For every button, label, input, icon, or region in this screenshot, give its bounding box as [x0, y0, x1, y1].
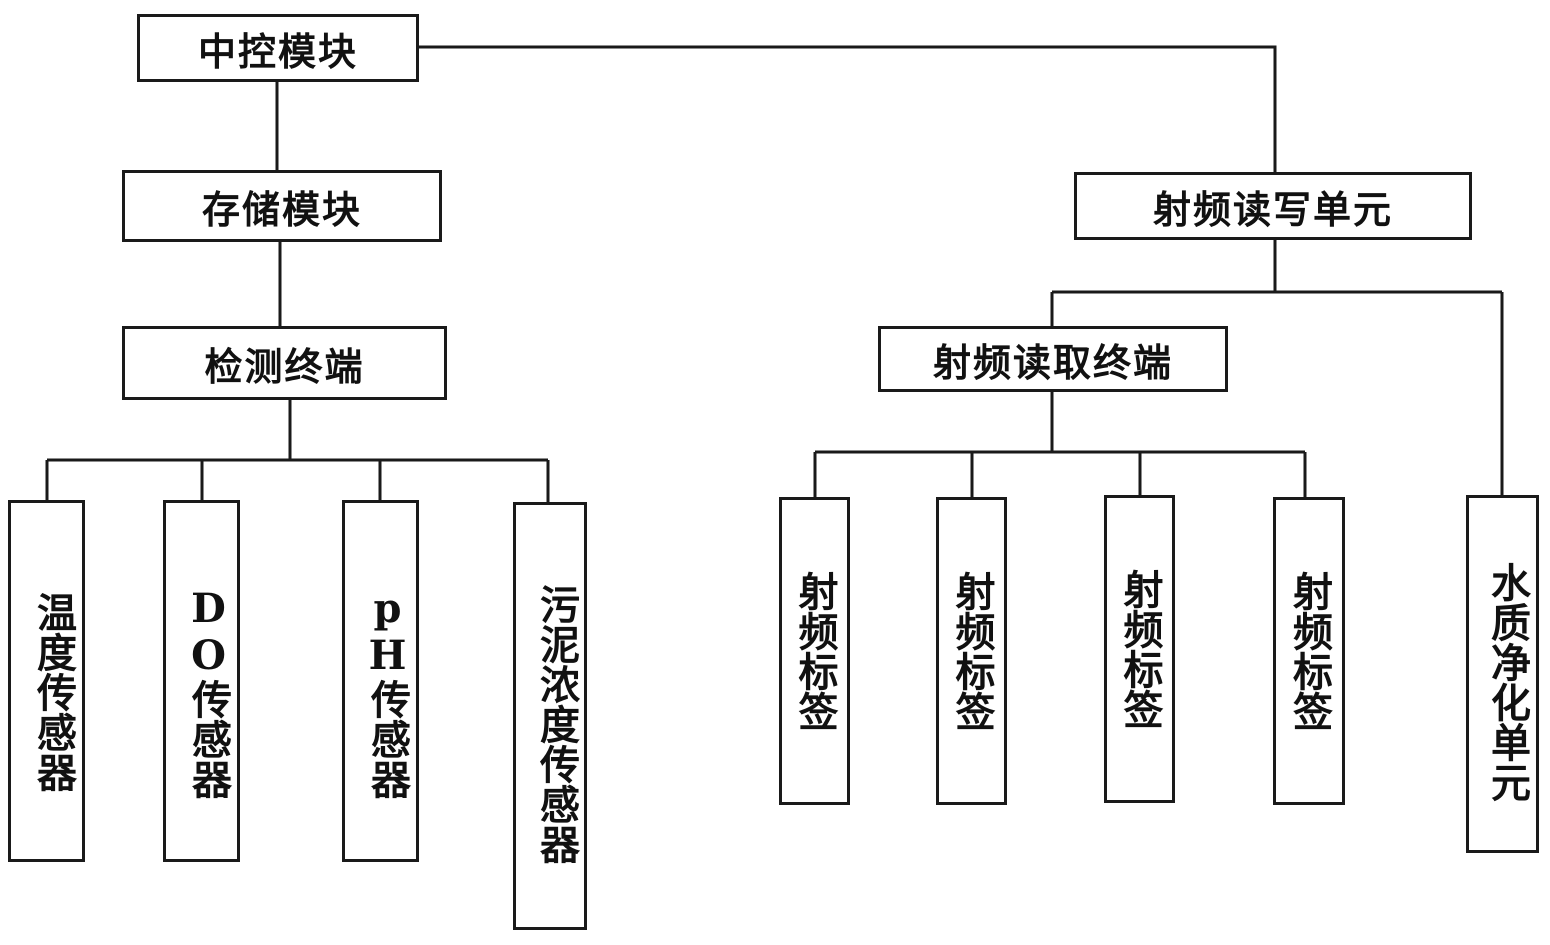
rf-read-write-unit: 射频读写单元: [1074, 172, 1472, 240]
rf-tag-3: 射频标签: [1104, 495, 1175, 803]
rf-read-terminal: 射频读取终端: [878, 326, 1228, 392]
temperature-sensor: 温度传感器: [8, 500, 85, 862]
rf-tag-2: 射频标签: [936, 497, 1007, 805]
central-control-module: 中控模块: [137, 14, 419, 82]
ph-sensor: pH传感器: [342, 500, 419, 862]
water-purification-unit: 水质净化单元: [1466, 495, 1539, 853]
do-sensor: DO传感器: [163, 500, 240, 862]
rf-tag-1: 射频标签: [779, 497, 850, 805]
storage-module: 存储模块: [122, 170, 442, 242]
rf-tag-4: 射频标签: [1273, 497, 1345, 805]
detection-terminal: 检测终端: [122, 326, 447, 400]
sludge-concentration-sensor: 污泥浓度传感器: [513, 502, 587, 930]
